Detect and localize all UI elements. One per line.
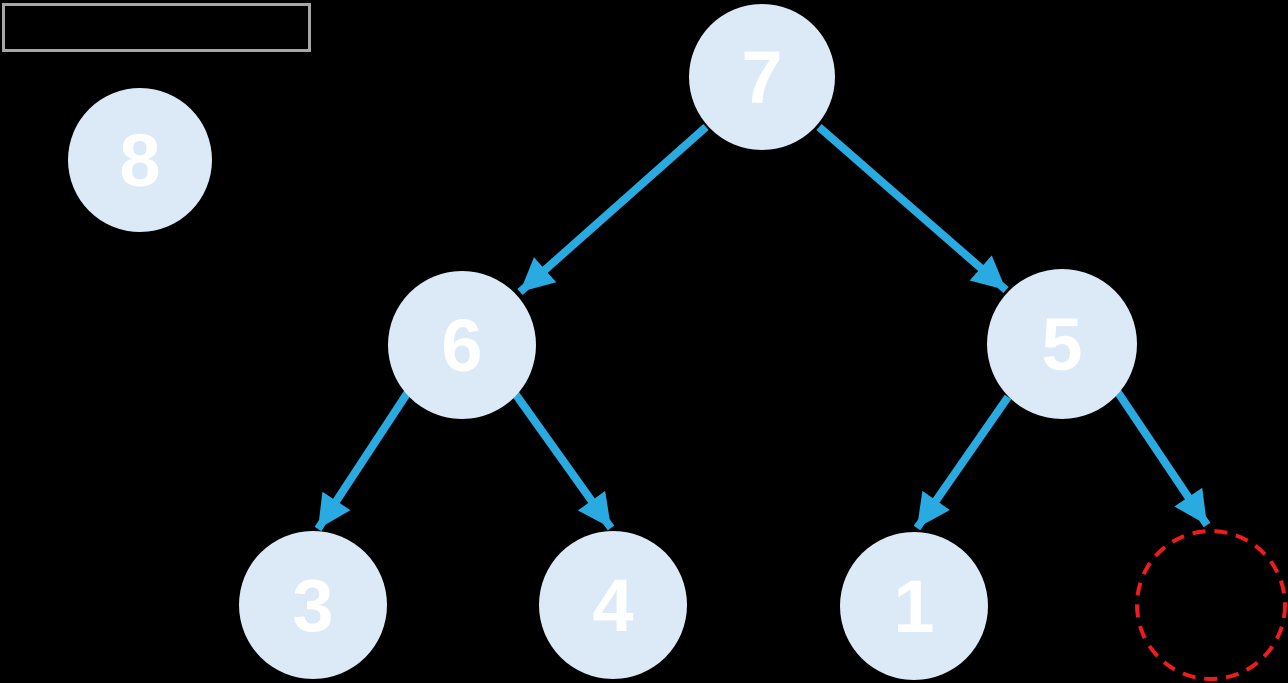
node-label: 5	[1041, 303, 1082, 386]
node-circle	[539, 531, 687, 679]
tree-node-3[interactable]: 3	[239, 531, 387, 679]
node-label: 8	[119, 119, 160, 202]
node-circle	[239, 531, 387, 679]
edges-layer	[314, 123, 1211, 532]
node-label: 6	[441, 304, 482, 387]
edge-6-4	[510, 389, 615, 531]
node-circle	[689, 4, 835, 150]
node-circle	[68, 88, 212, 232]
node-circle	[987, 269, 1137, 419]
tree-node-4[interactable]: 4	[539, 531, 687, 679]
edge-5-placeholder	[1113, 388, 1211, 528]
edge-7-5	[816, 123, 1009, 294]
edge-6-3	[314, 389, 412, 532]
tree-node-5[interactable]: 5	[987, 269, 1137, 419]
tree-node-8[interactable]: 8	[68, 88, 212, 232]
node-label: 1	[893, 565, 934, 648]
node-label: 3	[292, 564, 333, 647]
edge-5-1	[913, 394, 1012, 531]
tree-node-1[interactable]: 1	[840, 532, 988, 680]
node-label: 4	[592, 564, 633, 647]
legend-box	[2, 3, 311, 52]
edge-7-6	[517, 124, 709, 295]
node-label: 7	[741, 36, 782, 119]
tree-node-6[interactable]: 6	[388, 271, 536, 419]
node-circle	[388, 271, 536, 419]
tree-node-7[interactable]: 7	[689, 4, 835, 150]
nodes-layer: 8 7 6 5 3 4 1	[68, 4, 1137, 680]
node-circle	[840, 532, 988, 680]
missing-node-placeholder[interactable]	[1135, 529, 1287, 681]
